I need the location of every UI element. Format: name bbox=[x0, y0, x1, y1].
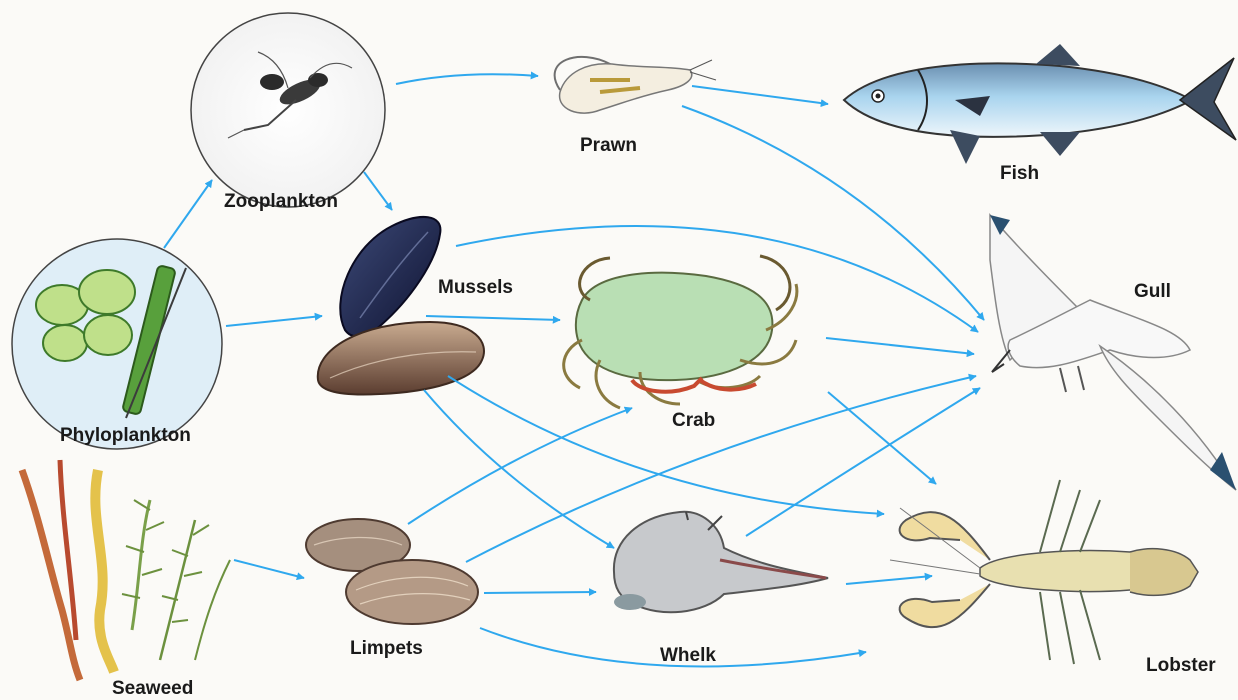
mussels-illustration bbox=[318, 217, 484, 395]
label-fish: Fish bbox=[1000, 163, 1039, 185]
label-seaweed: Seaweed bbox=[112, 678, 193, 700]
arrow-phytoplankton-zooplankton bbox=[164, 180, 212, 248]
seaweed-illustration bbox=[22, 460, 230, 680]
label-prawn: Prawn bbox=[580, 135, 637, 157]
label-lobster: Lobster bbox=[1146, 655, 1216, 677]
label-zooplankton: Zooplankton bbox=[224, 191, 338, 213]
arrow-limpets-whelk bbox=[484, 592, 596, 593]
arrow-phytoplankton-mussels bbox=[226, 316, 322, 326]
lobster-illustration bbox=[890, 480, 1198, 664]
phytoplankton-illustration bbox=[12, 239, 222, 449]
arrow-crab-gull bbox=[826, 338, 974, 354]
gull-illustration bbox=[990, 215, 1236, 490]
label-whelk: Whelk bbox=[660, 645, 716, 667]
crab-illustration bbox=[564, 256, 797, 408]
arrow-whelk-lobster bbox=[846, 576, 932, 584]
label-crab: Crab bbox=[672, 410, 715, 432]
arrow-mussels-crab bbox=[426, 316, 560, 320]
arrow-limpets-gull bbox=[466, 376, 976, 562]
arrow-mussels-lobster bbox=[448, 376, 884, 514]
arrow-mussels-whelk bbox=[424, 390, 614, 548]
arrow-zooplankton-mussels bbox=[364, 172, 392, 210]
fish-illustration bbox=[844, 44, 1236, 164]
arrow-prawn-fish bbox=[692, 86, 828, 104]
arrow-zooplankton-prawn bbox=[396, 74, 538, 84]
prawn-illustration bbox=[555, 57, 716, 113]
label-gull: Gull bbox=[1134, 281, 1171, 303]
label-limpets: Limpets bbox=[350, 638, 423, 660]
zooplankton-illustration bbox=[191, 13, 385, 207]
arrow-seaweed-limpets bbox=[234, 560, 304, 578]
whelk-illustration bbox=[614, 512, 828, 612]
arrow-limpets-crab bbox=[408, 408, 632, 524]
label-mussels: Mussels bbox=[438, 277, 513, 299]
label-phytoplankton: Phyloplankton bbox=[60, 425, 191, 447]
arrow-whelk-gull bbox=[746, 388, 980, 536]
arrow-crab-lobster bbox=[828, 392, 936, 484]
limpets-illustration bbox=[306, 519, 478, 624]
